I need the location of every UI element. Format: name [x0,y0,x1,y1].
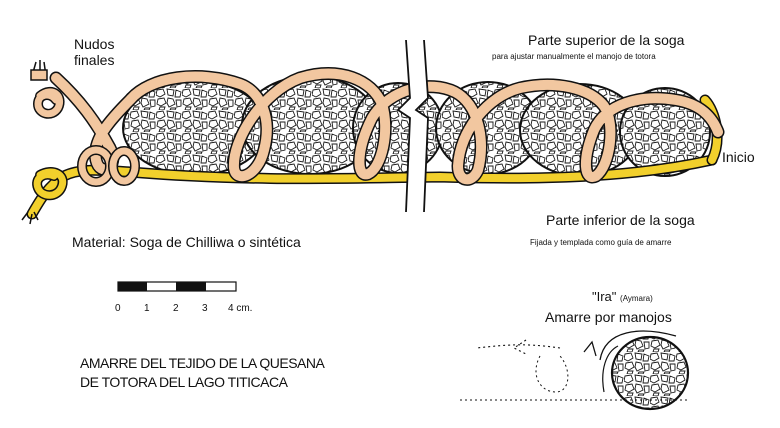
label-top-rope-note: para ajustar manualmente el manojo de to… [492,52,656,61]
diagram-title-line-2: DE TOTORA DEL LAGO TITICACA [80,374,324,390]
scale-bar [118,282,236,291]
label-ira: "Ira" (Aymara) [592,290,653,305]
scale-tick-4: 4 cm. [228,303,252,314]
diagram-title: AMARRE DEL TEJIDO DE LA QUESANA DE TOTOR… [80,355,324,390]
label-bundle-tie: Amarre por manojos [545,309,672,325]
label-end-knots: Nudos finales [74,36,134,68]
label-ira-lang: (Aymara) [620,294,653,303]
scale-tick-3: 3 [202,303,208,314]
scale-tick-0: 0 [115,303,121,314]
label-top-rope: Parte superior de la soga [528,32,684,48]
label-material: Material: Soga de Chilliwa o sintética [72,234,301,250]
label-bottom-rope: Parte inferior de la soga [546,212,695,228]
label-start: Inicio [722,149,755,165]
label-bottom-rope-note: Fijada y templada como guía de amarre [530,238,671,247]
label-ira-word: "Ira" [592,289,616,304]
ira-detail [460,331,690,409]
scale-tick-1: 1 [144,303,150,314]
scale-tick-2: 2 [173,303,179,314]
diagram-title-line-1: AMARRE DEL TEJIDO DE LA QUESANA [80,355,324,371]
ira-bundle [612,337,688,409]
